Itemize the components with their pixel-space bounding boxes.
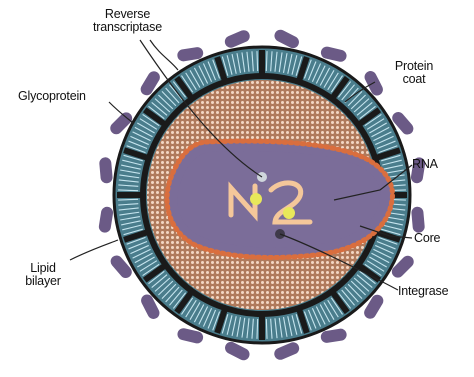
label-protein-coat: Protein coat bbox=[384, 60, 444, 86]
label-core: Core bbox=[414, 232, 440, 245]
glycoprotein-spike bbox=[411, 206, 425, 233]
bilayer-stripe bbox=[118, 199, 138, 200]
bilayer-stripe bbox=[257, 51, 258, 71]
bilayer-stripe bbox=[266, 51, 267, 71]
protein-coat-block bbox=[259, 50, 265, 76]
label-reverse-transcriptase-line2: transcriptase bbox=[80, 21, 175, 34]
protein-coat-block bbox=[259, 314, 265, 340]
bilayer-stripe bbox=[266, 319, 267, 339]
reverse-transcriptase-dot-2 bbox=[283, 207, 295, 219]
reverse-transcriptase-dot-1 bbox=[250, 193, 262, 205]
glycoprotein-spike bbox=[98, 206, 114, 234]
protein-coat-block bbox=[117, 192, 143, 198]
label-glycoprotein: Glycoprotein bbox=[18, 90, 86, 103]
bilayer-stripe bbox=[257, 319, 258, 339]
label-rna: RNA bbox=[412, 158, 438, 171]
label-lipid-bilayer-line2: bilayer bbox=[18, 275, 68, 288]
label-protein-coat-line2: coat bbox=[384, 73, 444, 86]
label-integrase: Integrase bbox=[398, 285, 448, 298]
label-lipid-bilayer: Lipid bilayer bbox=[18, 262, 68, 288]
bilayer-stripe bbox=[118, 190, 138, 191]
glycoprotein-spike bbox=[99, 157, 113, 184]
label-reverse-transcriptase: Reverse transcriptase bbox=[80, 8, 175, 34]
